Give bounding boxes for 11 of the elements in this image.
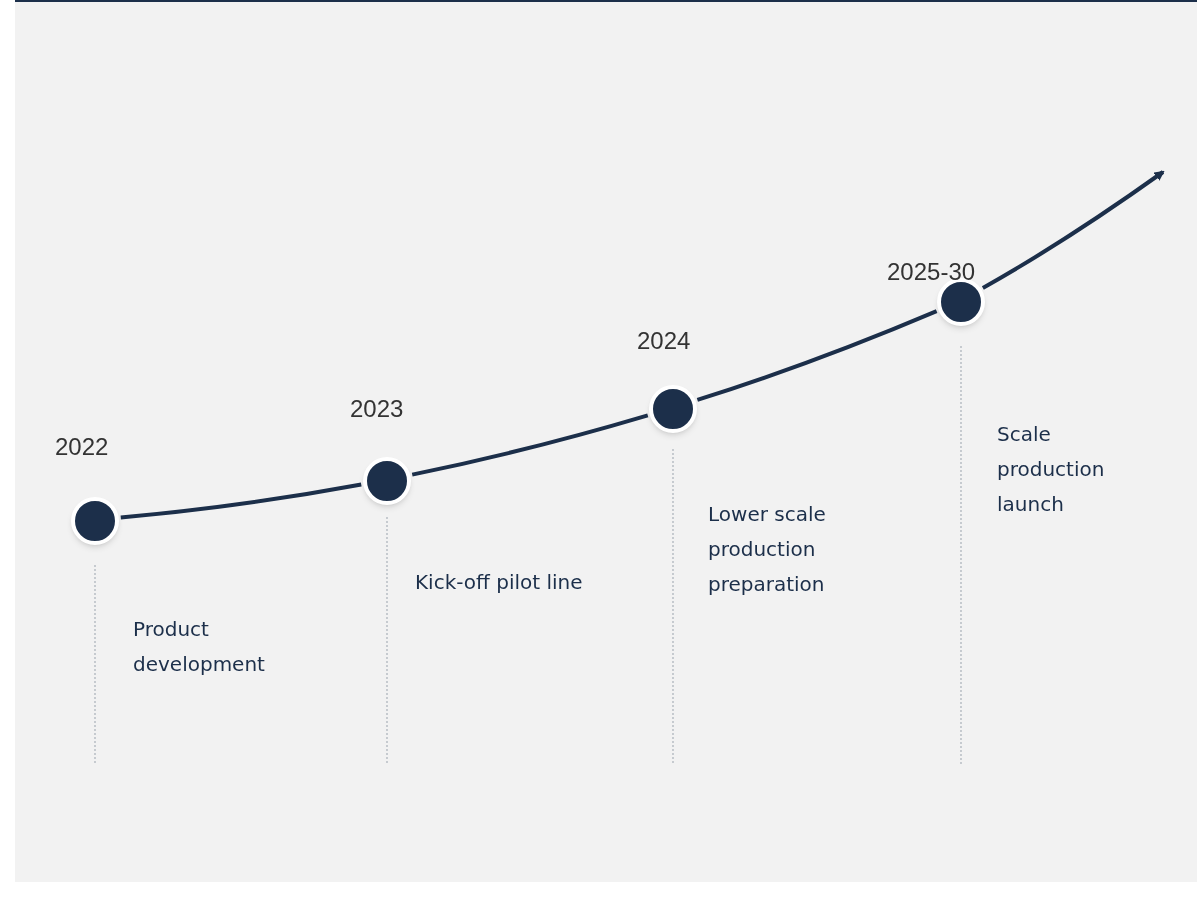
milestone-description: Product development: [133, 616, 266, 678]
milestone-description: Scale production launch: [997, 421, 1106, 518]
timeline-curve: [696, 309, 938, 402]
timeline-curve: [120, 482, 362, 520]
milestone-description: Kick-off pilot line: [415, 569, 584, 596]
year-label: 2025-30: [887, 257, 976, 287]
year-label: 2023: [350, 394, 404, 424]
timeline-curve: [411, 413, 649, 477]
year-label: 2024: [637, 326, 691, 356]
year-label: 2022: [55, 432, 109, 462]
milestone-description: Lower scale production preparation: [708, 501, 827, 598]
